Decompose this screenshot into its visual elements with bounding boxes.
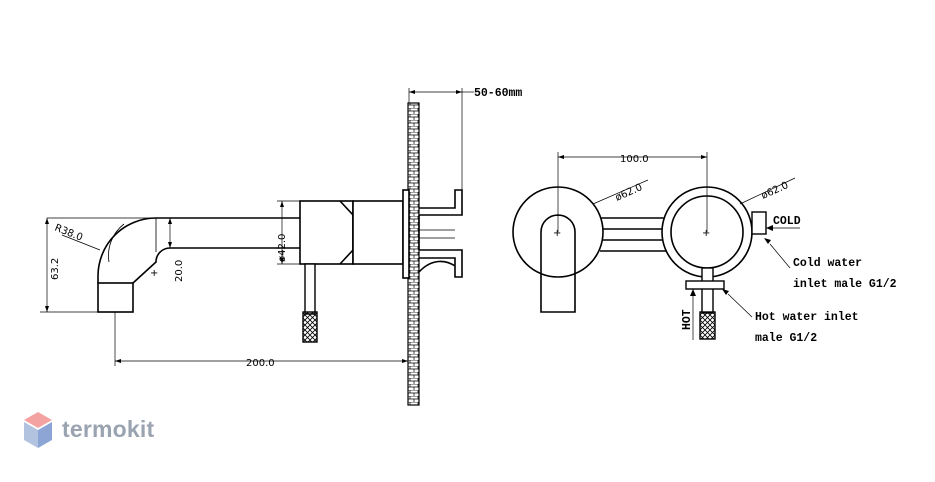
right-diameter-label: ø62.0 [760,180,790,202]
right-center-mark: + [702,228,710,239]
side-view: + 50-60mm R38.0 [40,87,522,406]
hot-inlet-stub [685,280,725,290]
cold-label: COLD [773,215,801,228]
body-diameter-label: ø42.0 [277,234,288,262]
spout-thickness-label: 20.0 [174,260,185,282]
body-diameter-dimension: ø42.0 [277,200,300,265]
cold-inlet-callout: Cold water inlet male G1/2 [764,238,897,291]
lever-stem [304,263,316,315]
hot-inlet-line1: Hot water inlet [755,311,859,324]
cold-indicator: COLD [766,215,801,231]
brand-logo-icon [24,412,52,448]
left-center-mark: + [553,228,561,239]
spacing-dimension: 100.0 [557,152,708,232]
brand-watermark: termokit [22,410,182,454]
height-dimension: 63.2 [40,218,98,313]
spout-outlet [97,282,134,313]
valve-detail [419,229,455,239]
spout-outline [97,217,300,284]
body-collar [352,200,404,265]
front-lever-grip [699,311,716,340]
lever-grip [302,311,318,343]
mixer-body [299,200,354,265]
front-lever [701,267,714,314]
hot-inlet-callout: Hot water inlet male G1/2 [722,289,859,345]
cold-inlet-line1: Cold water [793,257,862,270]
spout-thickness-dimension: 20.0 [168,218,185,282]
cold-inlet-line2: inlet male G1/2 [793,278,897,291]
spout-length-dimension: 200.0 [114,312,408,369]
spacing-label: 100.0 [620,154,649,165]
hot-inlet-line2: male G1/2 [755,332,817,345]
offset-label: 50-60mm [474,87,522,100]
brand-name: termokit [62,416,155,442]
radius-label: R38.0 [53,223,84,244]
spout-inner-curve [108,218,157,263]
front-view: + + 100.0 ø62.0 ø62.0 [512,152,897,345]
left-diameter-callout: ø62.0 [592,179,649,205]
hot-label: HOT [681,309,694,330]
offset-dimension: 50-60mm [408,87,522,190]
wall-plate [402,189,410,279]
height-label: 63.2 [50,258,61,280]
left-diameter-label: ø62.0 [614,182,644,204]
spout-length-label: 200.0 [246,358,275,369]
right-diameter-callout: ø62.0 [739,177,796,205]
connector-bars [600,217,668,252]
in-wall-valve [418,189,463,278]
cold-inlet-stub [751,211,767,235]
spout-center-mark: + [150,268,158,279]
hot-indicator: HOT [681,289,696,340]
radius-dimension: R38.0 [47,217,300,251]
